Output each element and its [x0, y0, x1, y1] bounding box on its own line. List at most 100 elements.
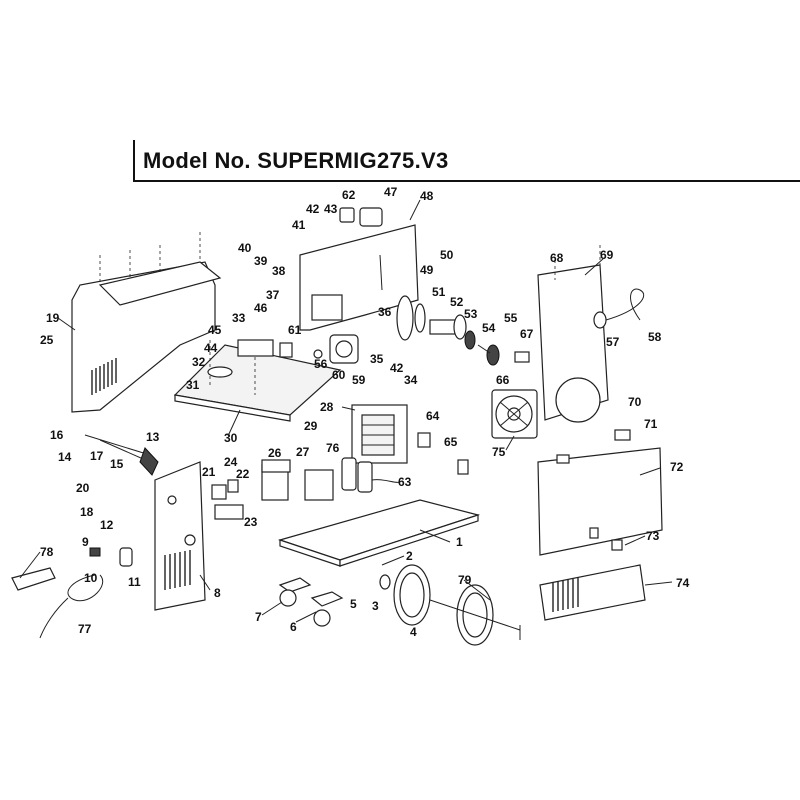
part-label-59: 59 [352, 373, 366, 387]
part-label-78: 78 [40, 545, 54, 559]
caster-wheel-parts [278, 577, 344, 627]
part-label-18: 18 [80, 505, 94, 519]
part-label-75: 75 [492, 445, 506, 459]
part-label-27: 27 [296, 445, 310, 459]
part-label-13: 13 [146, 430, 160, 444]
part-label-32: 32 [192, 355, 206, 369]
part-label-65: 65 [444, 435, 458, 449]
part-label-64: 64 [426, 409, 440, 423]
part-label-20: 20 [76, 481, 90, 495]
part-label-26: 26 [268, 446, 282, 460]
part-label-7: 7 [255, 610, 262, 624]
part-label-28: 28 [320, 400, 334, 414]
part-label-73: 73 [646, 529, 660, 543]
spool-hub-parts [396, 295, 500, 366]
part-label-63: 63 [398, 475, 412, 489]
part-label-5: 5 [350, 597, 357, 611]
part-label-33: 33 [232, 311, 246, 325]
part-label-43: 43 [324, 202, 338, 216]
part-label-44: 44 [204, 341, 218, 355]
part-label-23: 23 [244, 515, 258, 529]
part-label-31: 31 [186, 378, 200, 392]
part-label-72: 72 [670, 460, 684, 474]
wire-feed-motor-part [313, 334, 359, 364]
part-label-74: 74 [676, 576, 690, 590]
part-label-56: 56 [314, 357, 328, 371]
small-component-parts [211, 207, 631, 520]
part-label-49: 49 [420, 263, 434, 277]
front-panel-part [154, 461, 206, 611]
part-label-61: 61 [288, 323, 302, 337]
top-cover-part [71, 232, 222, 413]
part-label-8: 8 [214, 586, 221, 600]
part-label-51: 51 [432, 285, 446, 299]
part-label-55: 55 [504, 311, 518, 325]
part-label-62: 62 [342, 188, 356, 202]
part-label-39: 39 [254, 254, 268, 268]
base-plate-part [173, 340, 342, 422]
part-label-1: 1 [456, 535, 463, 549]
part-label-60: 60 [332, 368, 346, 382]
transformer-part [351, 404, 408, 464]
cooling-fan-part [491, 389, 538, 439]
part-label-16: 16 [50, 428, 64, 442]
part-label-77: 77 [78, 622, 92, 636]
part-label-9: 9 [82, 535, 89, 549]
part-label-42b: 42 [390, 361, 404, 375]
power-cord-part [593, 288, 645, 329]
part-label-17: 17 [90, 449, 104, 463]
torch-cable-parts [11, 434, 159, 639]
part-label-68: 68 [550, 251, 564, 265]
part-label-15: 15 [110, 457, 124, 471]
rear-panel-part [537, 245, 609, 423]
part-label-38: 38 [272, 264, 286, 278]
part-number-labels: 1 2 3 4 5 6 7 8 9 10 11 12 13 14 15 16 1… [40, 185, 690, 639]
side-cover-part [537, 447, 663, 556]
part-label-52: 52 [450, 295, 464, 309]
part-label-76: 76 [326, 441, 340, 455]
part-label-71: 71 [644, 417, 658, 431]
middle-panel-part [299, 224, 419, 331]
part-label-19: 19 [46, 311, 60, 325]
part-label-34: 34 [404, 373, 418, 387]
part-label-30: 30 [224, 431, 238, 445]
part-label-50: 50 [440, 248, 454, 262]
rear-wheel-parts [379, 564, 521, 646]
part-label-66: 66 [496, 373, 510, 387]
part-label-12: 12 [100, 518, 114, 532]
part-label-58: 58 [648, 330, 662, 344]
part-label-67: 67 [520, 327, 534, 341]
part-label-54: 54 [482, 321, 496, 335]
part-label-14: 14 [58, 450, 72, 464]
part-label-21: 21 [202, 465, 216, 479]
relay-parts [207, 339, 293, 378]
part-label-37: 37 [266, 288, 280, 302]
part-label-11: 11 [128, 575, 141, 589]
part-label-40: 40 [238, 241, 252, 255]
part-label-70: 70 [628, 395, 642, 409]
part-label-42a: 42 [306, 202, 320, 216]
part-label-25: 25 [40, 333, 54, 347]
part-label-57: 57 [606, 335, 620, 349]
base-chassis-part [277, 499, 481, 567]
leader-lines [19, 199, 673, 623]
title-frame: Model No. SUPERMIG275.V3 [133, 140, 800, 182]
part-label-4: 4 [410, 625, 417, 639]
part-label-36: 36 [378, 305, 392, 319]
model-number-title: Model No. SUPERMIG275.V3 [143, 148, 449, 173]
bottom-panel-part [539, 539, 646, 621]
part-label-3: 3 [372, 599, 379, 613]
part-label-29: 29 [304, 419, 318, 433]
part-label-41: 41 [292, 218, 306, 232]
part-label-2: 2 [406, 549, 413, 563]
part-label-48: 48 [420, 189, 434, 203]
part-label-35: 35 [370, 352, 384, 366]
part-label-53: 53 [464, 307, 478, 321]
part-label-22: 22 [236, 467, 250, 481]
part-label-46: 46 [254, 301, 268, 315]
part-label-10: 10 [84, 571, 98, 585]
part-label-24: 24 [224, 455, 238, 469]
part-label-45: 45 [208, 323, 222, 337]
